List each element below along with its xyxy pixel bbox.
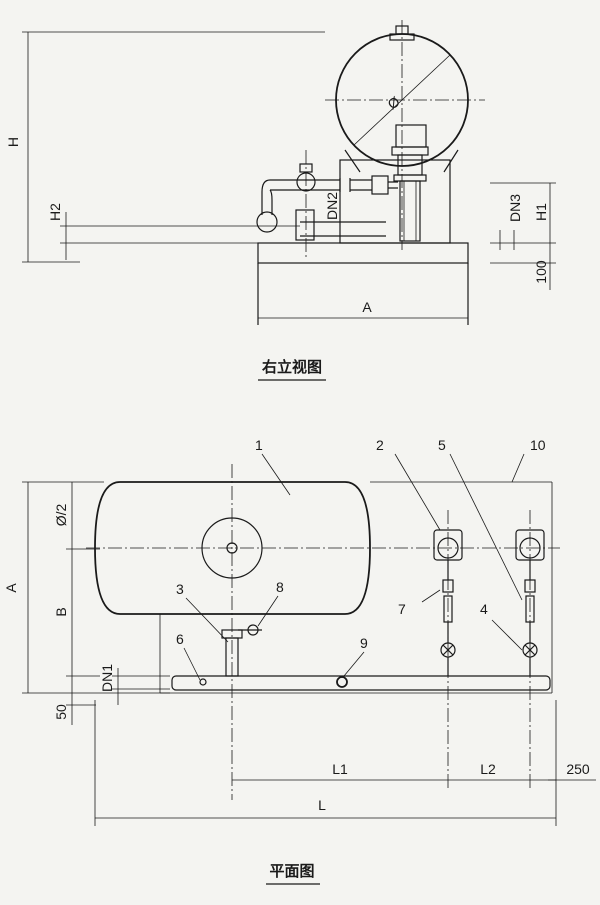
side-label-h1: H1 bbox=[533, 203, 549, 221]
callout-2: 2 bbox=[376, 437, 384, 453]
side-label-h2: H2 bbox=[47, 203, 63, 221]
plan-label-a: A bbox=[3, 583, 19, 593]
plan-bottom-dims: L1 L2 250 L bbox=[94, 700, 596, 826]
plan-label-half: Ø/2 bbox=[53, 504, 69, 527]
side-dim-h: H bbox=[5, 31, 325, 263]
callout-6: 6 bbox=[176, 631, 184, 647]
side-label-dn2: DN2 bbox=[324, 192, 340, 220]
callout-1: 1 bbox=[255, 437, 263, 453]
plan-label-50: 50 bbox=[53, 704, 69, 720]
plan-left-dims: A Ø/2 B DN1 50 bbox=[3, 481, 170, 725]
callout-8: 8 bbox=[276, 579, 284, 595]
plan-view: A Ø/2 B DN1 50 bbox=[3, 437, 596, 885]
side-pump-unit bbox=[391, 124, 429, 242]
callout-4: 4 bbox=[480, 601, 488, 617]
side-label-dn3: DN3 bbox=[507, 194, 523, 222]
plan-label-b: B bbox=[53, 607, 69, 616]
pressure-tank: Ø bbox=[325, 20, 485, 250]
plan-tank bbox=[86, 464, 560, 800]
plan-callouts: 1 2 3 4 5 6 7 8 9 10 bbox=[176, 437, 546, 681]
plan-label-dn1: DN1 bbox=[99, 664, 115, 692]
side-piping: DN2 bbox=[256, 150, 398, 260]
plan-view-caption: 平面图 bbox=[269, 863, 314, 880]
callout-10: 10 bbox=[530, 437, 546, 453]
side-label-a: A bbox=[362, 299, 372, 315]
side-label-phi: Ø bbox=[385, 93, 403, 112]
side-label-100: 100 bbox=[533, 260, 549, 284]
callout-3: 3 bbox=[176, 581, 184, 597]
callout-9: 9 bbox=[360, 635, 368, 651]
callout-5: 5 bbox=[438, 437, 446, 453]
side-label-h: H bbox=[5, 137, 21, 147]
plan-label-250: 250 bbox=[566, 761, 590, 777]
side-right-dims: DN3 H1 100 bbox=[490, 182, 556, 290]
plan-label-l: L bbox=[318, 797, 326, 813]
plan-header-pipe bbox=[171, 624, 551, 691]
plan-base-frame bbox=[159, 481, 553, 694]
callout-7: 7 bbox=[398, 601, 406, 617]
plan-label-l2: L2 bbox=[480, 761, 496, 777]
side-base: A bbox=[257, 159, 469, 325]
side-view-caption: 右立视图 bbox=[262, 358, 322, 376]
side-view: H H2 Ø bbox=[5, 20, 556, 381]
plan-label-l1: L1 bbox=[332, 761, 348, 777]
